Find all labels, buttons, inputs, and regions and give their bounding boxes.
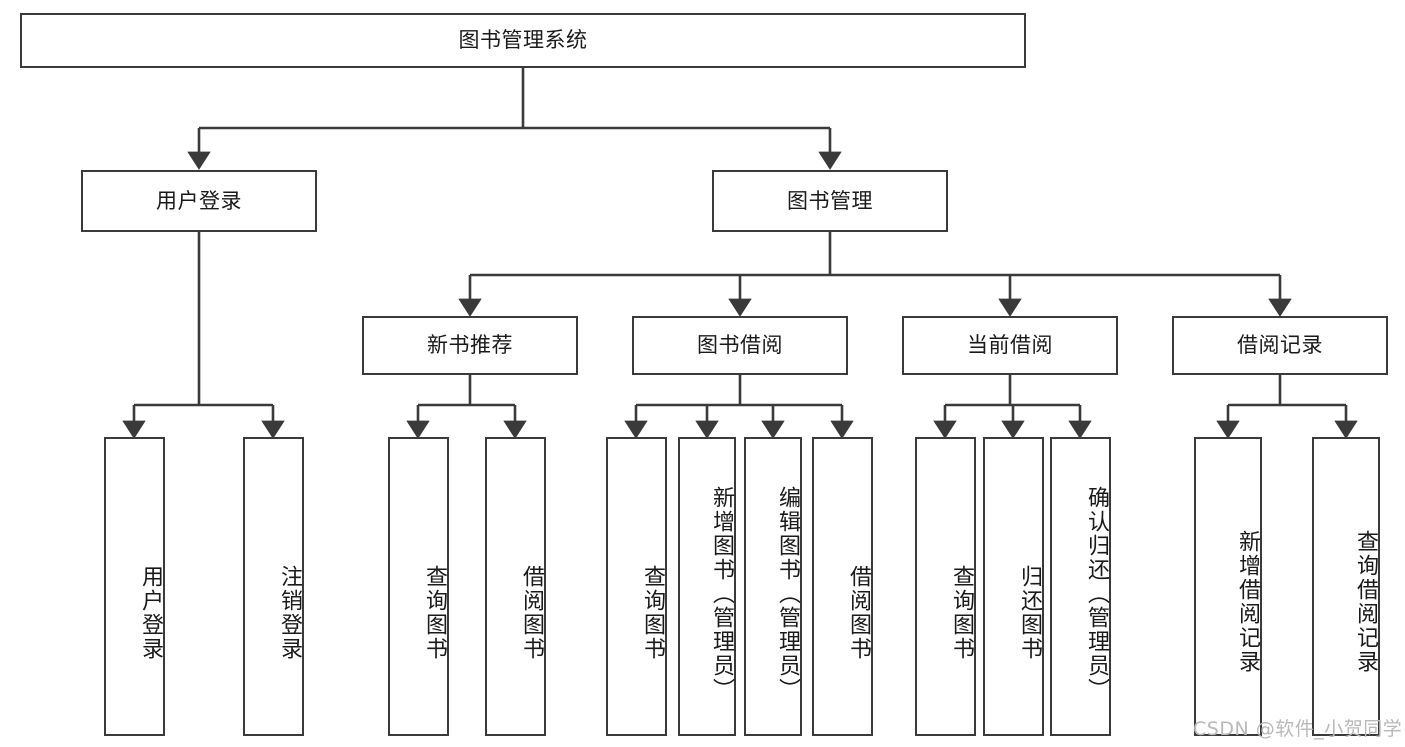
node-leaf-add-book-admin-label: 新增图书（管理员） xyxy=(709,485,734,702)
node-book-manage[interactable]: 图书管理 xyxy=(712,170,948,232)
node-new-book-recommend[interactable]: 新书推荐 xyxy=(362,316,578,375)
node-leaf-borrow-book-rec[interactable]: 借阅图书 xyxy=(485,437,546,736)
node-leaf-user-logout[interactable]: 注销登录 xyxy=(243,437,304,736)
node-leaf-query-borrow-record-label: 查询借阅记录 xyxy=(1353,529,1378,674)
node-root[interactable]: 图书管理系统 xyxy=(20,13,1026,68)
node-leaf-user-login-label: 用户登录 xyxy=(138,564,163,661)
node-leaf-confirm-return-admin-label: 确认归还（管理员） xyxy=(1084,485,1109,702)
node-leaf-query-book-rec-label: 查询图书 xyxy=(422,564,447,661)
node-leaf-return-book-label: 归还图书 xyxy=(1017,564,1042,661)
node-leaf-borrow-book-rec-label: 借阅图书 xyxy=(519,564,544,661)
node-leaf-user-login[interactable]: 用户登录 xyxy=(104,437,165,736)
node-leaf-add-borrow-record[interactable]: 新增借阅记录 xyxy=(1194,437,1262,736)
node-leaf-add-borrow-record-label: 新增借阅记录 xyxy=(1235,529,1260,674)
node-borrow-record[interactable]: 借阅记录 xyxy=(1172,316,1388,375)
node-leaf-query-book-borrow[interactable]: 查询图书 xyxy=(606,437,667,736)
node-leaf-user-logout-label: 注销登录 xyxy=(277,564,302,661)
csdn-watermark: CSDN @软件_小贺同学 xyxy=(1193,718,1403,740)
node-leaf-borrow-book-label: 借阅图书 xyxy=(846,564,871,661)
node-leaf-query-book-rec[interactable]: 查询图书 xyxy=(388,437,449,736)
node-leaf-edit-book-admin[interactable]: 编辑图书（管理员） xyxy=(744,437,802,736)
node-leaf-query-borrow-record[interactable]: 查询借阅记录 xyxy=(1312,437,1380,736)
node-user-login-label: 用户登录 xyxy=(156,188,242,213)
node-root-label: 图书管理系统 xyxy=(458,28,588,53)
node-current-borrow-label: 当前借阅 xyxy=(967,333,1053,358)
node-leaf-edit-book-admin-label: 编辑图书（管理员） xyxy=(775,485,800,702)
node-current-borrow[interactable]: 当前借阅 xyxy=(902,316,1118,375)
node-book-borrow-label: 图书借阅 xyxy=(697,333,783,358)
node-book-manage-label: 图书管理 xyxy=(787,188,873,213)
node-leaf-confirm-return-admin[interactable]: 确认归还（管理员） xyxy=(1050,437,1111,736)
node-new-book-recommend-label: 新书推荐 xyxy=(427,333,513,358)
node-leaf-add-book-admin[interactable]: 新增图书（管理员） xyxy=(678,437,736,736)
node-leaf-return-book[interactable]: 归还图书 xyxy=(983,437,1044,736)
node-user-login[interactable]: 用户登录 xyxy=(81,170,317,232)
node-leaf-query-book-cur-label: 查询图书 xyxy=(949,564,974,661)
node-book-borrow[interactable]: 图书借阅 xyxy=(632,316,848,375)
node-leaf-borrow-book[interactable]: 借阅图书 xyxy=(812,437,873,736)
node-borrow-record-label: 借阅记录 xyxy=(1237,333,1323,358)
node-leaf-query-book-borrow-label: 查询图书 xyxy=(640,564,665,661)
node-leaf-query-book-cur[interactable]: 查询图书 xyxy=(915,437,976,736)
